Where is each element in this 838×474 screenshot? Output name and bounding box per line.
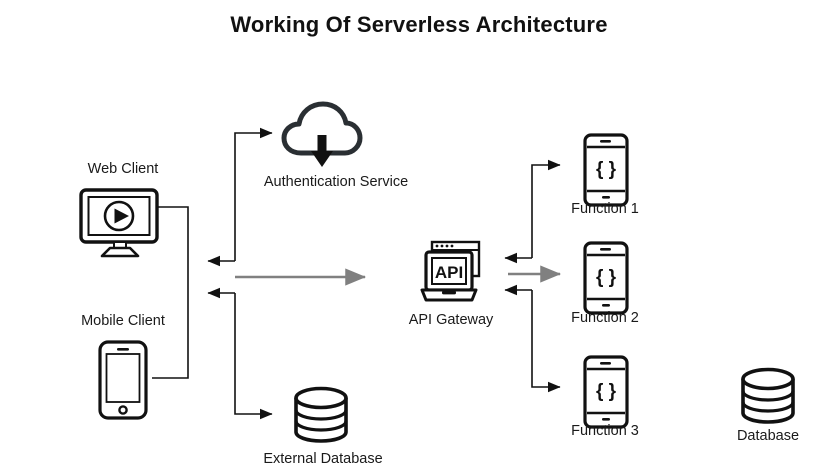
label-function-1: Function 1 xyxy=(571,201,639,217)
edge-api-gateway-to-fn1 xyxy=(531,159,561,258)
node-api-gateway[interactable]: API xyxy=(420,240,490,304)
node-function-1[interactable]: { } xyxy=(583,133,629,207)
label-mobile-client: Mobile Client xyxy=(81,313,165,329)
code-braces-device-icon: { } xyxy=(583,133,629,207)
label-api-gateway: API Gateway xyxy=(408,312,494,328)
edge-bus-to-auth xyxy=(234,127,273,261)
database-icon xyxy=(294,386,348,443)
node-database[interactable] xyxy=(739,367,799,425)
svg-text:API: API xyxy=(435,263,463,282)
label-function-3: Function 3 xyxy=(571,423,639,439)
label-database: Database xyxy=(736,428,800,444)
code-braces-device-icon: { } xyxy=(583,241,629,315)
label-web-client: Web Client xyxy=(87,161,159,177)
edge-clients-to-bus xyxy=(152,206,189,379)
node-authentication-service[interactable] xyxy=(281,97,363,169)
node-function-3[interactable]: { } xyxy=(583,355,629,429)
label-function-2: Function 2 xyxy=(571,310,639,326)
node-function-2[interactable]: { } xyxy=(583,241,629,315)
node-external-database[interactable] xyxy=(292,386,352,444)
page-title: Working Of Serverless Architecture xyxy=(230,12,608,37)
edge-api-gateway-to-fn3 xyxy=(531,290,561,393)
svg-text:{ }: { } xyxy=(596,381,617,402)
database-icon xyxy=(741,367,795,424)
edge-bus-to-external-db xyxy=(234,293,273,420)
laptop-api-icon: API xyxy=(420,240,481,302)
code-braces-device-icon: { } xyxy=(583,355,629,429)
smartphone-icon xyxy=(98,340,148,420)
svg-text:{ }: { } xyxy=(596,267,617,288)
cloud-download-icon xyxy=(281,101,363,167)
monitor-play-icon xyxy=(79,188,159,258)
label-external-database: External Database xyxy=(263,451,383,467)
node-web-client[interactable] xyxy=(78,188,170,260)
label-authentication-service: Authentication Service xyxy=(263,174,409,190)
node-mobile-client[interactable] xyxy=(98,340,152,422)
svg-text:{ }: { } xyxy=(596,159,617,180)
